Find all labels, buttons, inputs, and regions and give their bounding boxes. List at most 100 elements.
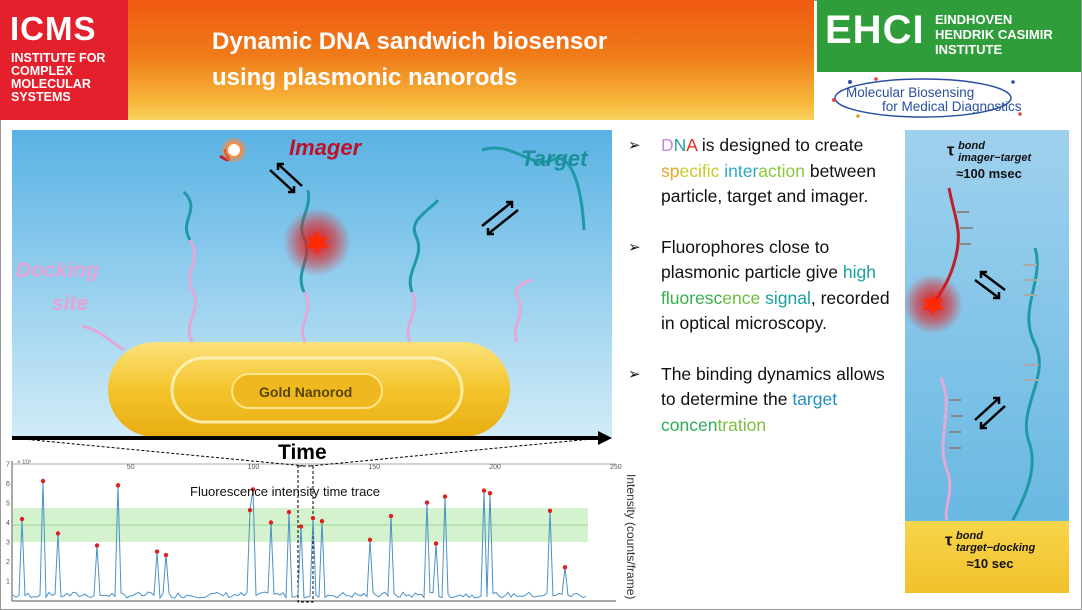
biosensor-illustration — [12, 130, 612, 445]
tau1-value: ≈100 msec — [956, 166, 1022, 181]
trace-peak-marker — [19, 516, 25, 522]
ehci-line-2: HENDRIK CASIMIR — [935, 27, 1053, 42]
trace-peak-marker — [562, 565, 568, 570]
bullet-item: ➢ The binding dynamics allows to determin… — [628, 362, 898, 439]
trace-peak-marker — [424, 500, 430, 505]
y-exponent: × 10⁵ — [17, 459, 32, 466]
title-line-1: Dynamic DNA sandwich biosensor — [212, 28, 608, 55]
trace-peak-marker — [442, 494, 448, 499]
bullet-list: ➢ DNA is designed to create specific inte… — [628, 133, 898, 463]
x-tick-label: 150 — [368, 464, 380, 471]
mbmd-line-2: for Medical Diagnostics — [882, 99, 1022, 114]
bullet-text-segment: Fluorophores close to plasmonic particle… — [661, 236, 843, 283]
ehci-line-3: INSTITUTE — [935, 42, 1003, 57]
bullet-text-segment: action — [758, 160, 805, 181]
mbmd-logo: Molecular Biosensing for Medical Diagnos… — [828, 76, 1078, 120]
y-tick-label: 2 — [6, 559, 10, 566]
bullet-text-segment: N — [673, 135, 687, 155]
trace-peak-marker — [367, 537, 373, 542]
bullet-text-segment: between particle, target and imager. — [661, 160, 877, 207]
tau-symbol-1: τ — [946, 140, 955, 160]
bullet-arrow-icon: ➢ — [628, 137, 641, 154]
bullet-text-segment: high — [842, 262, 876, 282]
bullet-text-segment: tration — [717, 414, 767, 435]
ehci-logo-text: EHCI — [825, 8, 925, 52]
ehci-line-1: EINDHOVEN — [935, 12, 1013, 27]
tau-symbol-2: τ — [944, 530, 953, 550]
mbmd-logo-graphic — [832, 77, 1022, 118]
trace-peak-marker — [319, 518, 325, 524]
trace-peak-marker — [487, 490, 493, 496]
ehci-logo-subtext: EINDHOVEN HENDRIK CASIMIR INSTITUTE — [935, 12, 1053, 57]
bullet-arrow-icon: ➢ — [628, 238, 641, 256]
mbmd-logo-text: Molecular Biosensing for Medical Diagnos… — [846, 86, 1022, 114]
target-label: Target — [521, 146, 588, 171]
bullet-text-segment: is designed to create — [697, 135, 864, 155]
y-tick-label: 4 — [6, 520, 10, 527]
x-tick-label: 100 — [248, 464, 260, 471]
header-band — [128, 0, 814, 120]
zoom-connectors — [11, 437, 603, 467]
highlight-window — [297, 465, 314, 603]
bullet-text-segment: concen — [661, 414, 718, 435]
trace-peak-marker — [55, 531, 61, 536]
trace-peak-marker — [115, 483, 121, 488]
bullet-text-segment: inter — [724, 160, 759, 181]
tau-imager-target: τ bond imager−target ≈100 msec — [924, 140, 1054, 181]
docking-site-label: Docking site — [16, 254, 99, 320]
y-tick-label: 7 — [6, 462, 10, 469]
trace-peak-marker — [433, 541, 439, 546]
bond-diagram-panel — [905, 130, 1069, 593]
bullet-text-segment: , recorded in optical microscopy. — [661, 287, 890, 334]
trace-peak-marker — [547, 508, 553, 514]
tau1-sub: imager−target — [958, 152, 1032, 164]
bullet-item: ➢ Fluorophores close to plasmonic particl… — [628, 235, 898, 337]
x-tick-label: 50 — [127, 464, 135, 471]
bond-diagram-gold-surface — [905, 521, 1069, 593]
bullet-text-segment: The binding dynamics allows to determine… — [661, 363, 885, 410]
slide-title: Dynamic DNA sandwich biosensor using pla… — [212, 24, 732, 96]
icms-logo-subtext: INSTITUTE FOR COMPLEX MOLECULAR SYSTEMS — [11, 51, 106, 104]
trace-title: Fluorescence intensity time trace — [190, 484, 381, 499]
y-tick-label: 1 — [6, 579, 10, 586]
icms-logo-text: ICMS — [10, 10, 97, 47]
imager-label: Imager — [289, 135, 362, 160]
bullet-text-segment: fluoresc — [661, 287, 723, 308]
tau2-value: ≈10 sec — [966, 556, 1014, 571]
title-line-2: using plasmonic nanorods — [212, 64, 518, 91]
tau2-sub: target−docking — [956, 542, 1036, 554]
bullet-text-segment: ecific — [679, 160, 720, 181]
bullet-text-segment: A — [686, 135, 697, 155]
gold-nanorod-label: Gold Nanorod — [259, 384, 353, 400]
x-tick-label: 250 — [610, 464, 622, 471]
trace-peak-marker — [286, 509, 292, 515]
bullet-text-segment: sp — [661, 160, 680, 181]
docking-line-2: site — [52, 292, 89, 315]
tau1-sup: bond — [958, 140, 985, 152]
ehci-logo: EHCI EINDHOVEN HENDRIK CASIMIR INSTITUTE — [817, 0, 1081, 72]
bullet-arrow-icon: ➢ — [628, 365, 641, 383]
bullet-text-segment: signal — [765, 287, 811, 308]
tau-target-docking: τ bond target−docking ≈10 sec — [920, 530, 1060, 571]
y-tick-label: 6 — [6, 481, 10, 488]
trace-peak-marker — [481, 488, 487, 493]
trace-peak-marker — [40, 478, 46, 484]
bullet-text-segment: D — [661, 135, 674, 155]
trace-peak-marker — [298, 524, 304, 529]
icms-logo: ICMS INSTITUTE FOR COMPLEX MOLECULAR SYS… — [0, 0, 128, 120]
mbmd-line-1: Molecular Biosensing — [846, 85, 975, 100]
y-tick-label: 5 — [6, 501, 10, 508]
trace-peak-marker — [388, 513, 394, 519]
time-axis-label: Time — [278, 441, 327, 464]
trace-peak-marker — [154, 549, 160, 554]
bullet-text-segment: target — [792, 389, 838, 409]
bullet-text-segment: ence — [722, 287, 761, 308]
tau2-sup: bond — [956, 530, 983, 542]
trace-peak-marker — [268, 520, 274, 525]
trace-peak-marker — [247, 508, 253, 513]
bullet-item: ➢ DNA is designed to create specific inte… — [628, 133, 898, 210]
trace-peak-marker — [94, 543, 100, 548]
docking-line-1: Docking — [16, 259, 99, 282]
trace-peak-marker — [310, 515, 316, 521]
